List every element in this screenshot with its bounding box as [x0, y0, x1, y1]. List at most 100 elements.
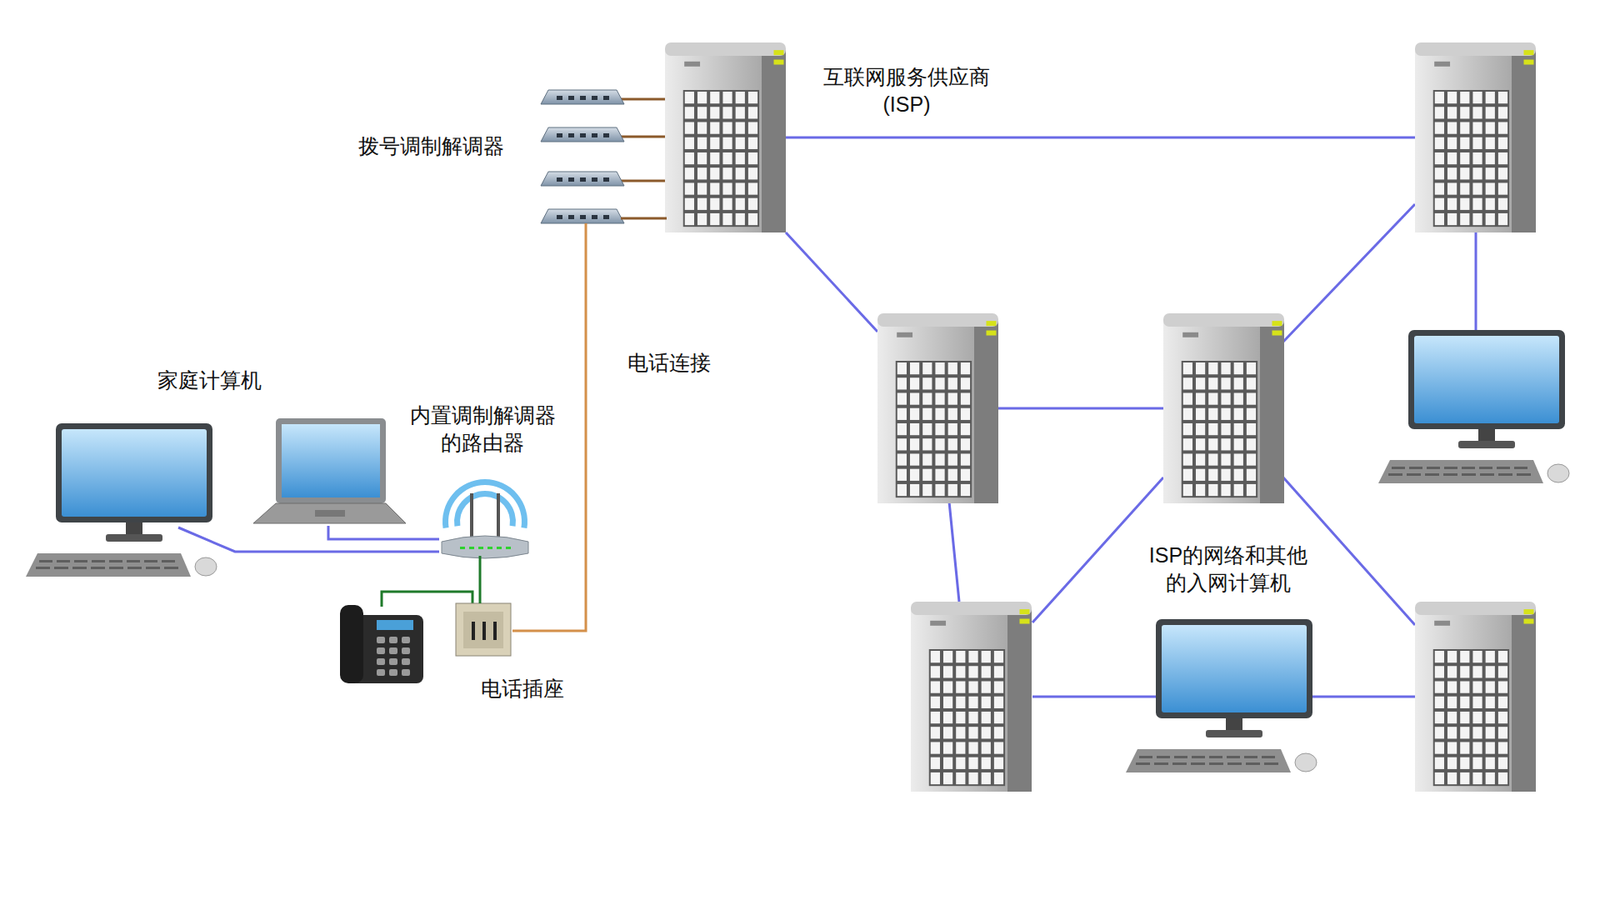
server-cell	[930, 726, 940, 739]
server-cell	[697, 198, 707, 210]
server-cell	[697, 152, 707, 165]
server-cell	[968, 665, 978, 678]
server-cell	[1498, 726, 1508, 739]
server-cell	[1447, 167, 1457, 180]
server-cell	[922, 408, 932, 420]
key-row	[1496, 466, 1510, 470]
server-cell	[710, 121, 720, 134]
server-cell	[981, 680, 991, 693]
server-cell	[960, 453, 970, 465]
server-cell	[1208, 362, 1218, 375]
server-led	[774, 50, 785, 55]
server-cell	[897, 438, 907, 450]
server-cell	[930, 680, 940, 693]
server-led	[1524, 50, 1535, 55]
server-cell	[1485, 137, 1495, 150]
server-body	[877, 320, 975, 504]
desktop-computer	[25, 423, 217, 577]
server-cell	[1220, 484, 1230, 496]
server-cell	[685, 137, 695, 150]
server-cell	[960, 484, 970, 496]
server-cell	[1498, 680, 1508, 693]
dialup-modem	[540, 90, 625, 105]
key-row	[1191, 755, 1205, 759]
modem-port	[591, 95, 598, 100]
key-row	[1209, 762, 1224, 765]
server-top	[665, 42, 786, 56]
key-row	[1479, 466, 1493, 470]
server-cell	[922, 469, 932, 481]
server-cell	[943, 757, 953, 770]
server-cell	[1498, 137, 1508, 150]
server-cell	[1460, 182, 1470, 195]
server-cell	[1220, 469, 1230, 481]
server-cell	[1460, 726, 1470, 739]
phone-key	[389, 647, 398, 655]
key-row	[1264, 762, 1279, 765]
modem-port	[580, 177, 586, 182]
server-cell	[1460, 711, 1470, 724]
server-cell	[685, 106, 695, 119]
device-label: 互联网服务供应商 (ISP)	[815, 63, 1000, 118]
server-cell	[1460, 696, 1470, 709]
router-body	[441, 535, 529, 559]
server-cell	[1234, 469, 1244, 481]
dialup-modem	[540, 171, 625, 186]
server-body	[910, 608, 1008, 792]
server-cell	[748, 182, 758, 195]
server-cell	[1208, 423, 1218, 435]
server-cell	[1485, 757, 1495, 770]
server-cell	[1460, 741, 1470, 754]
server-cell	[1208, 469, 1218, 481]
jack-inner	[463, 611, 504, 649]
server-cell	[1435, 106, 1445, 119]
server-cell	[1435, 152, 1445, 165]
server-cell	[1447, 772, 1457, 785]
server-top	[877, 313, 999, 327]
server-cell	[1435, 137, 1445, 150]
server-cell	[1472, 182, 1482, 195]
server-cell	[1485, 711, 1495, 724]
modem-port	[603, 133, 610, 138]
laptop	[253, 418, 406, 524]
server-cell	[955, 772, 965, 785]
server-cell	[1485, 696, 1495, 709]
server-cell	[930, 650, 940, 663]
wifi-arc	[454, 490, 516, 527]
key-row	[1516, 473, 1531, 476]
server-cell	[1447, 711, 1457, 724]
key-row	[109, 560, 123, 563]
server-cell	[1498, 198, 1508, 210]
monitor-base	[1205, 730, 1263, 738]
phone-handset	[340, 605, 364, 684]
server-slot	[896, 332, 913, 338]
server-cell	[1447, 152, 1457, 165]
modem-port	[556, 177, 563, 182]
server-cell	[910, 423, 920, 435]
server-cell	[960, 362, 970, 375]
server-cell	[981, 741, 991, 754]
server-cell	[955, 680, 965, 693]
server-cell	[1246, 453, 1256, 465]
server-cell	[1460, 650, 1470, 663]
monitor-frame	[1155, 619, 1313, 719]
server-cell	[1460, 680, 1470, 693]
key-row	[161, 560, 175, 563]
server-cell	[943, 726, 953, 739]
key-row	[74, 560, 88, 563]
key-row	[90, 566, 105, 570]
key-row	[1409, 466, 1423, 470]
server-panel	[1433, 90, 1510, 227]
router-led	[460, 546, 465, 550]
server-cell	[935, 484, 945, 496]
server-cell	[710, 137, 720, 150]
server-cell	[1435, 757, 1445, 770]
server-cell	[1435, 198, 1445, 210]
server-cell	[1183, 392, 1193, 405]
server-cell	[910, 438, 920, 450]
server-cell	[948, 469, 958, 481]
wifi-arc	[442, 479, 528, 529]
server-cell	[968, 650, 978, 663]
